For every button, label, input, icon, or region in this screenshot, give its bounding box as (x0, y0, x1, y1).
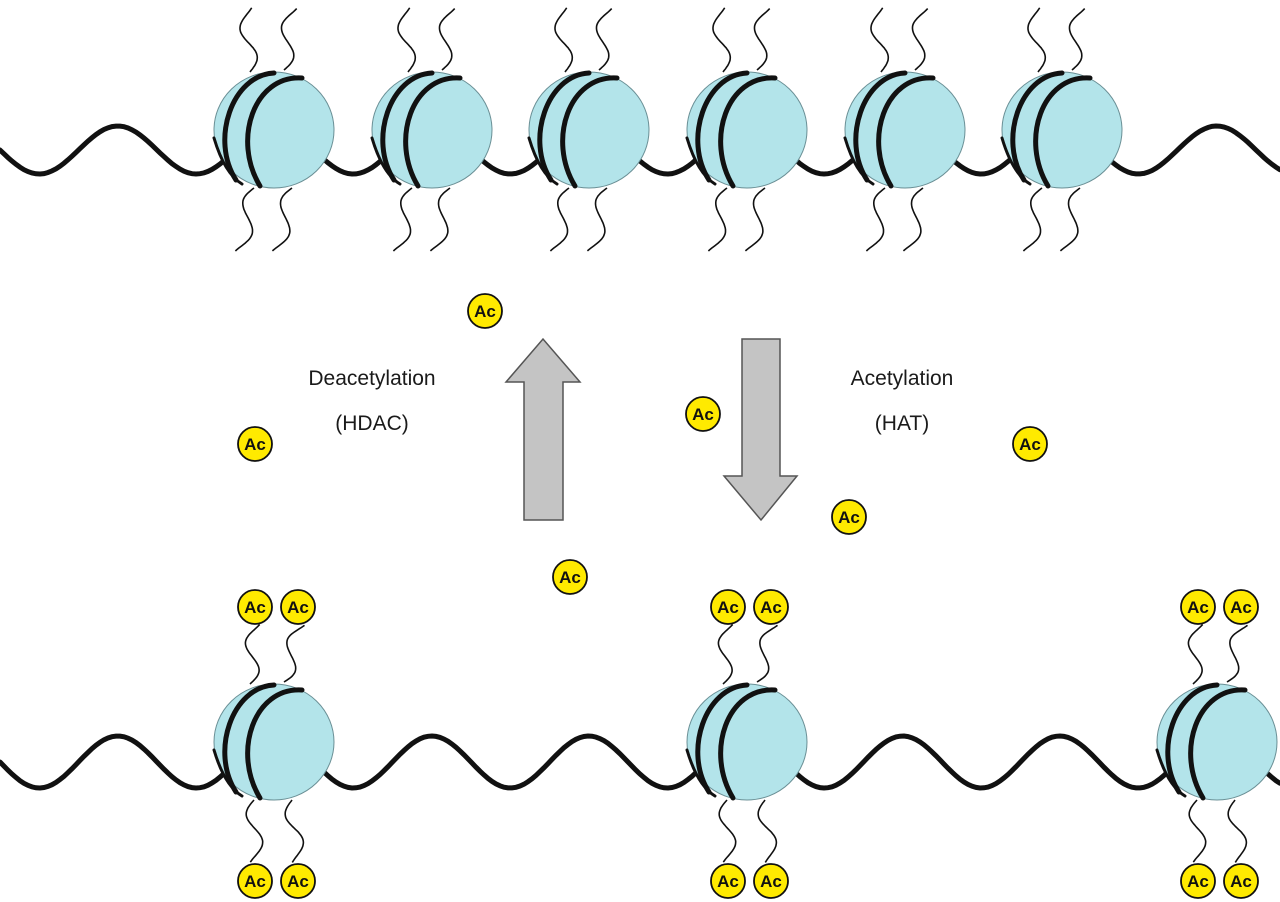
down-arrow (722, 338, 799, 522)
acetyl-label: Ac (244, 872, 266, 891)
hdac-label: (HDAC) (335, 412, 409, 435)
nucleosomes (212, 70, 1278, 801)
histone-tail (271, 187, 293, 252)
acetyl-label: Ac (1187, 598, 1209, 617)
histone-tail (712, 7, 732, 73)
acetyl-group-icon: Ac (1012, 426, 1048, 462)
histone-tail (280, 8, 298, 71)
acetyl-group-icon: Ac (710, 589, 746, 625)
nucleosome (212, 682, 335, 801)
nucleosome (1155, 682, 1278, 801)
histone-tail (549, 187, 570, 252)
histone-tails (234, 7, 1248, 863)
acetyl-group-icon: Ac (710, 863, 746, 899)
nucleosome (370, 70, 493, 189)
acetyl-label: Ac (1019, 435, 1041, 454)
nucleosome (685, 682, 808, 801)
acetyl-group-icon: Ac (1180, 863, 1216, 899)
acetyl-label: Ac (474, 302, 496, 321)
histone-tail (911, 8, 929, 71)
histone-tail (554, 7, 574, 73)
histone-tail (283, 624, 305, 683)
acetyl-label: Ac (692, 405, 714, 424)
histone-tail (1068, 8, 1086, 71)
dna-strands (0, 123, 1280, 791)
deacetylation-label: Deacetylation (308, 367, 436, 390)
acetyl-label: Ac (244, 598, 266, 617)
acetyl-label: Ac (287, 598, 309, 617)
hat-label: (HAT) (874, 412, 930, 435)
acetyl-group-icon: Ac (1180, 589, 1216, 625)
acetyl-group-icon: Ac (685, 396, 721, 432)
acetyl-group-icon: Ac (237, 589, 273, 625)
histone-tail (1187, 623, 1204, 685)
acetyl-label: Ac (1230, 598, 1252, 617)
histone-tail (392, 187, 413, 252)
histone-tail (429, 187, 451, 252)
acetyl-group-icon: Ac (280, 863, 316, 899)
acetyl-group-icon: Ac (753, 589, 789, 625)
acetyl-group-icon: Ac (1223, 589, 1259, 625)
histone-tail (756, 624, 778, 683)
histone-tail (1188, 799, 1207, 863)
nucleosome (1000, 70, 1123, 189)
nucleosome (843, 70, 966, 189)
acetyl-group-icon: Ac (237, 863, 273, 899)
acetyl-group-icon: Ac (831, 499, 867, 535)
acetyl-label: Ac (717, 598, 739, 617)
histone-tail (753, 8, 771, 71)
histone-tail (865, 187, 886, 252)
histone-tail (1027, 7, 1047, 73)
histone-tail (234, 187, 255, 252)
histone-tail (902, 187, 924, 252)
histone-tail (1022, 187, 1043, 252)
dna-strand-relaxed (0, 733, 1280, 791)
histone-tail (757, 799, 778, 863)
acetyl-label: Ac (287, 872, 309, 891)
histone-tail (595, 8, 613, 71)
acetyl-group-icon: Ac (552, 559, 588, 595)
acetyl-group-icon: Ac (1223, 863, 1259, 899)
acetyl-label: Ac (838, 508, 860, 527)
acetylation-label: Acetylation (850, 367, 954, 390)
process-arrows (504, 337, 799, 522)
histone-tail (586, 187, 608, 252)
histone-tail (1227, 799, 1248, 863)
acetyl-label: Ac (760, 598, 782, 617)
acetyl-label: Ac (760, 872, 782, 891)
histone-tail (239, 7, 259, 73)
acetyl-group-icon: Ac (753, 863, 789, 899)
acetyl-group-icon: Ac (280, 589, 316, 625)
histone-tail (718, 799, 737, 863)
histone-tail (1059, 187, 1081, 252)
histone-tail (1226, 624, 1248, 683)
histone-tail (744, 187, 766, 252)
histone-tail (397, 7, 417, 73)
histone-tail (438, 8, 456, 71)
histone-tail (244, 623, 261, 685)
acetyl-label: Ac (559, 568, 581, 587)
acetyl-label: Ac (1187, 872, 1209, 891)
nucleosome (527, 70, 650, 189)
histone-tail (717, 623, 734, 685)
histone-tail (284, 799, 305, 863)
nucleosome (685, 70, 808, 189)
histone-tail (707, 187, 728, 252)
nucleosome (212, 70, 335, 189)
acetyl-label: Ac (244, 435, 266, 454)
histone-tail (245, 799, 264, 863)
histone-tail (870, 7, 890, 73)
acetyl-group-icon: Ac (237, 426, 273, 462)
up-arrow (504, 337, 582, 521)
acetyl-label: Ac (717, 872, 739, 891)
acetyl-group-icon: Ac (467, 293, 503, 329)
acetyl-label: Ac (1230, 872, 1252, 891)
